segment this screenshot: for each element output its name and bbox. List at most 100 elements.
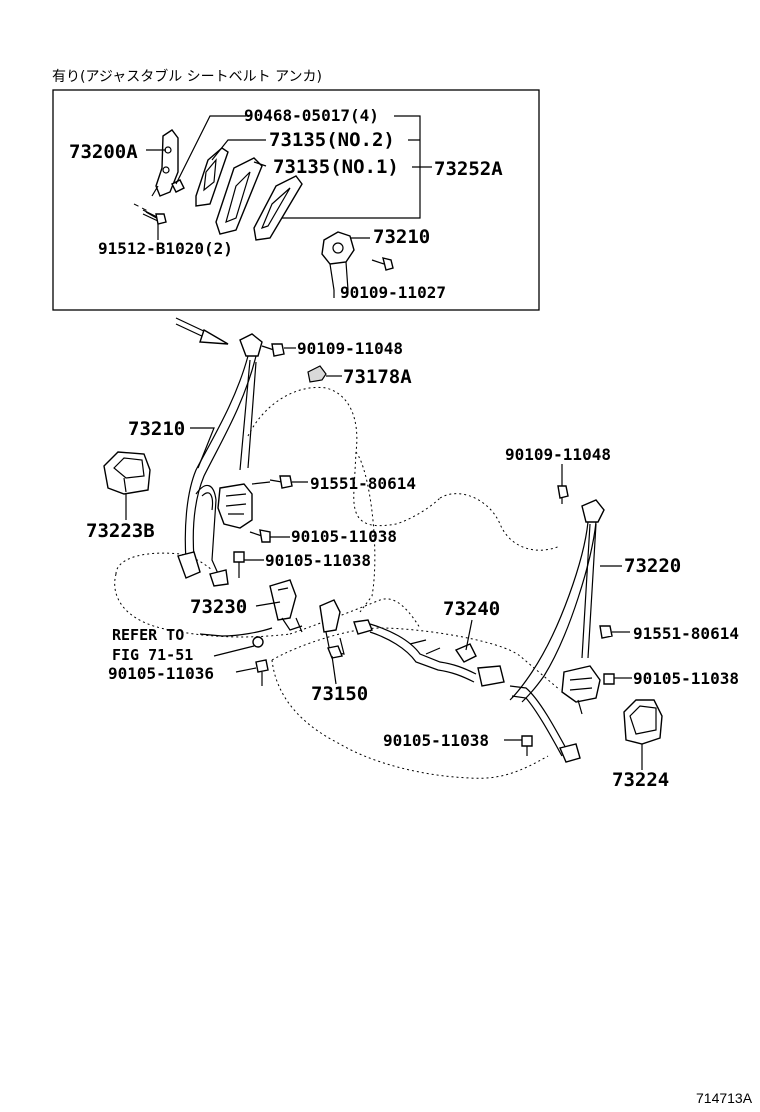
part-73252a-cover	[253, 175, 303, 241]
center-belt-strap-b	[369, 631, 475, 683]
rear-retractor	[561, 665, 601, 703]
inset-adjustable-anchor: 73200A 90468-05017(4) 73135(NO.2) 73135(…	[52, 89, 540, 311]
label-91551-80614-a: 91551-80614	[310, 474, 416, 493]
part-90105-11038-bolt-b	[233, 551, 245, 578]
label-90105-11038-c: 90105-11038	[633, 669, 739, 688]
part-91551-80614-bolt-front	[269, 475, 293, 489]
part-90105-11038-bolt-c	[603, 673, 624, 685]
leader-73135-no2	[211, 139, 266, 161]
part-90109-11048-bolt-front	[261, 343, 285, 357]
part-91551-80614-bolt-rear	[599, 625, 620, 639]
main-assembly: 90109-11048 73178A 73210 91551-80614 732…	[86, 333, 739, 791]
leader-73135-no1	[253, 161, 267, 167]
label-73135-no1: 73135(NO.1)	[273, 156, 399, 178]
leader-73210	[190, 427, 215, 469]
belt-vertical	[239, 359, 257, 471]
label-90109-11048-b: 90109-11048	[505, 445, 611, 464]
part-73210-front-belt	[177, 333, 263, 587]
part-90105-11038-bolt-d	[521, 735, 533, 756]
label-91551-80614-b: 91551-80614	[633, 624, 739, 643]
center-belt-detail	[409, 639, 441, 655]
label-73224: 73224	[612, 769, 669, 791]
rear-retractor-stem	[577, 699, 583, 715]
label-91512-b1020: 91512-B1020(2)	[98, 239, 233, 258]
part-73135-no1-cover	[215, 157, 263, 235]
part-73223b-cover	[103, 451, 151, 495]
leader-73240	[465, 619, 473, 651]
part-73178a-cover	[307, 365, 327, 383]
part-90105-11038-bolt-a	[249, 529, 271, 543]
belt-end-plate	[209, 569, 229, 587]
label-73223b: 73223B	[86, 520, 155, 542]
part-73220-rear-belt	[509, 499, 605, 763]
buckle-harness-wire	[199, 627, 273, 637]
leader-90105-11036	[235, 667, 257, 673]
rear-lower-anchor	[559, 743, 581, 763]
label-73178a: 73178A	[343, 366, 412, 388]
inset-frame	[52, 89, 540, 311]
part-91512-bolt	[145, 211, 167, 225]
rear-retractor-detail	[569, 677, 593, 691]
label-73230: 73230	[190, 596, 247, 618]
rear-upper-anchor	[581, 499, 605, 523]
leader-73252a-bracket	[282, 115, 432, 219]
belt-lap-section	[195, 484, 221, 579]
buckle-connector	[252, 636, 264, 648]
label-73210: 73210	[128, 418, 185, 440]
rear-lap-section	[509, 685, 569, 757]
inset-pointer-arrow	[175, 317, 229, 345]
rear-belt-strap-inner	[521, 521, 597, 703]
label-90105-11038-b: 90105-11038	[265, 551, 371, 570]
leader-73150	[331, 655, 337, 685]
label-90105-11038-d: 90105-11038	[383, 731, 489, 750]
label-90105-11038-a: 90105-11038	[291, 527, 397, 546]
label-90468-05017: 90468-05017(4)	[244, 106, 379, 125]
leader-90468	[175, 115, 246, 185]
label-fig-71-51: FIG 71-51	[112, 646, 193, 664]
part-73200a-bracket	[133, 129, 179, 223]
part-73240-center-belt	[353, 619, 505, 687]
leader-refer-fig	[213, 645, 255, 657]
center-belt-strap-a	[369, 623, 477, 675]
seat-back-outline	[247, 386, 441, 527]
belt-strap-outer	[184, 355, 249, 561]
retractor-detail	[225, 493, 247, 515]
leader-91551-a	[251, 481, 308, 485]
label-refer-to: REFER TO	[112, 626, 184, 644]
label-73220: 73220	[624, 555, 681, 577]
upper-anchor	[239, 333, 263, 357]
part-73135-no2-cover	[195, 147, 229, 207]
part-73224-cover	[623, 699, 663, 745]
part-73230-buckle	[199, 579, 303, 648]
part-90109-11027-bolt	[371, 257, 394, 271]
label-73210-inset: 73210	[373, 226, 430, 248]
part-90105-11036-bolt	[255, 659, 269, 686]
retractor	[217, 483, 253, 529]
label-90109-11048-a: 90109-11048	[297, 339, 403, 358]
label-90105-11036: 90105-11036	[108, 664, 214, 683]
label-90109-11027: 90109-11027	[340, 283, 446, 302]
header-note: 有り(アジャスタブル シートベルト アンカ)	[52, 68, 322, 85]
rear-belt-strap-outer	[509, 521, 589, 701]
seat-cushion-edge	[289, 598, 421, 635]
part-73210-anchor	[321, 231, 355, 291]
seat-cushion-outline	[114, 552, 291, 638]
leader-73230	[255, 601, 281, 607]
rear-belt-vertical	[581, 523, 597, 659]
label-73240: 73240	[443, 598, 500, 620]
center-belt-tongue	[477, 665, 505, 687]
seat-back-side-outline	[355, 451, 376, 613]
label-73200a: 73200A	[69, 141, 138, 163]
lower-anchor	[177, 551, 201, 579]
rear-seat-lower-outline	[271, 659, 549, 779]
part-73150-center-buckle	[319, 599, 345, 659]
part-90109-11048-bolt-rear	[557, 485, 569, 504]
label-73252a: 73252A	[434, 158, 503, 180]
label-73150: 73150	[311, 683, 368, 705]
label-73135-no2: 73135(NO.2)	[269, 129, 395, 151]
rear-seat-cushion-outline	[271, 627, 561, 691]
footer-code: 714713A	[696, 1090, 753, 1106]
belt-strap-inner	[192, 355, 257, 559]
rear-seat-back-outline	[439, 493, 561, 551]
